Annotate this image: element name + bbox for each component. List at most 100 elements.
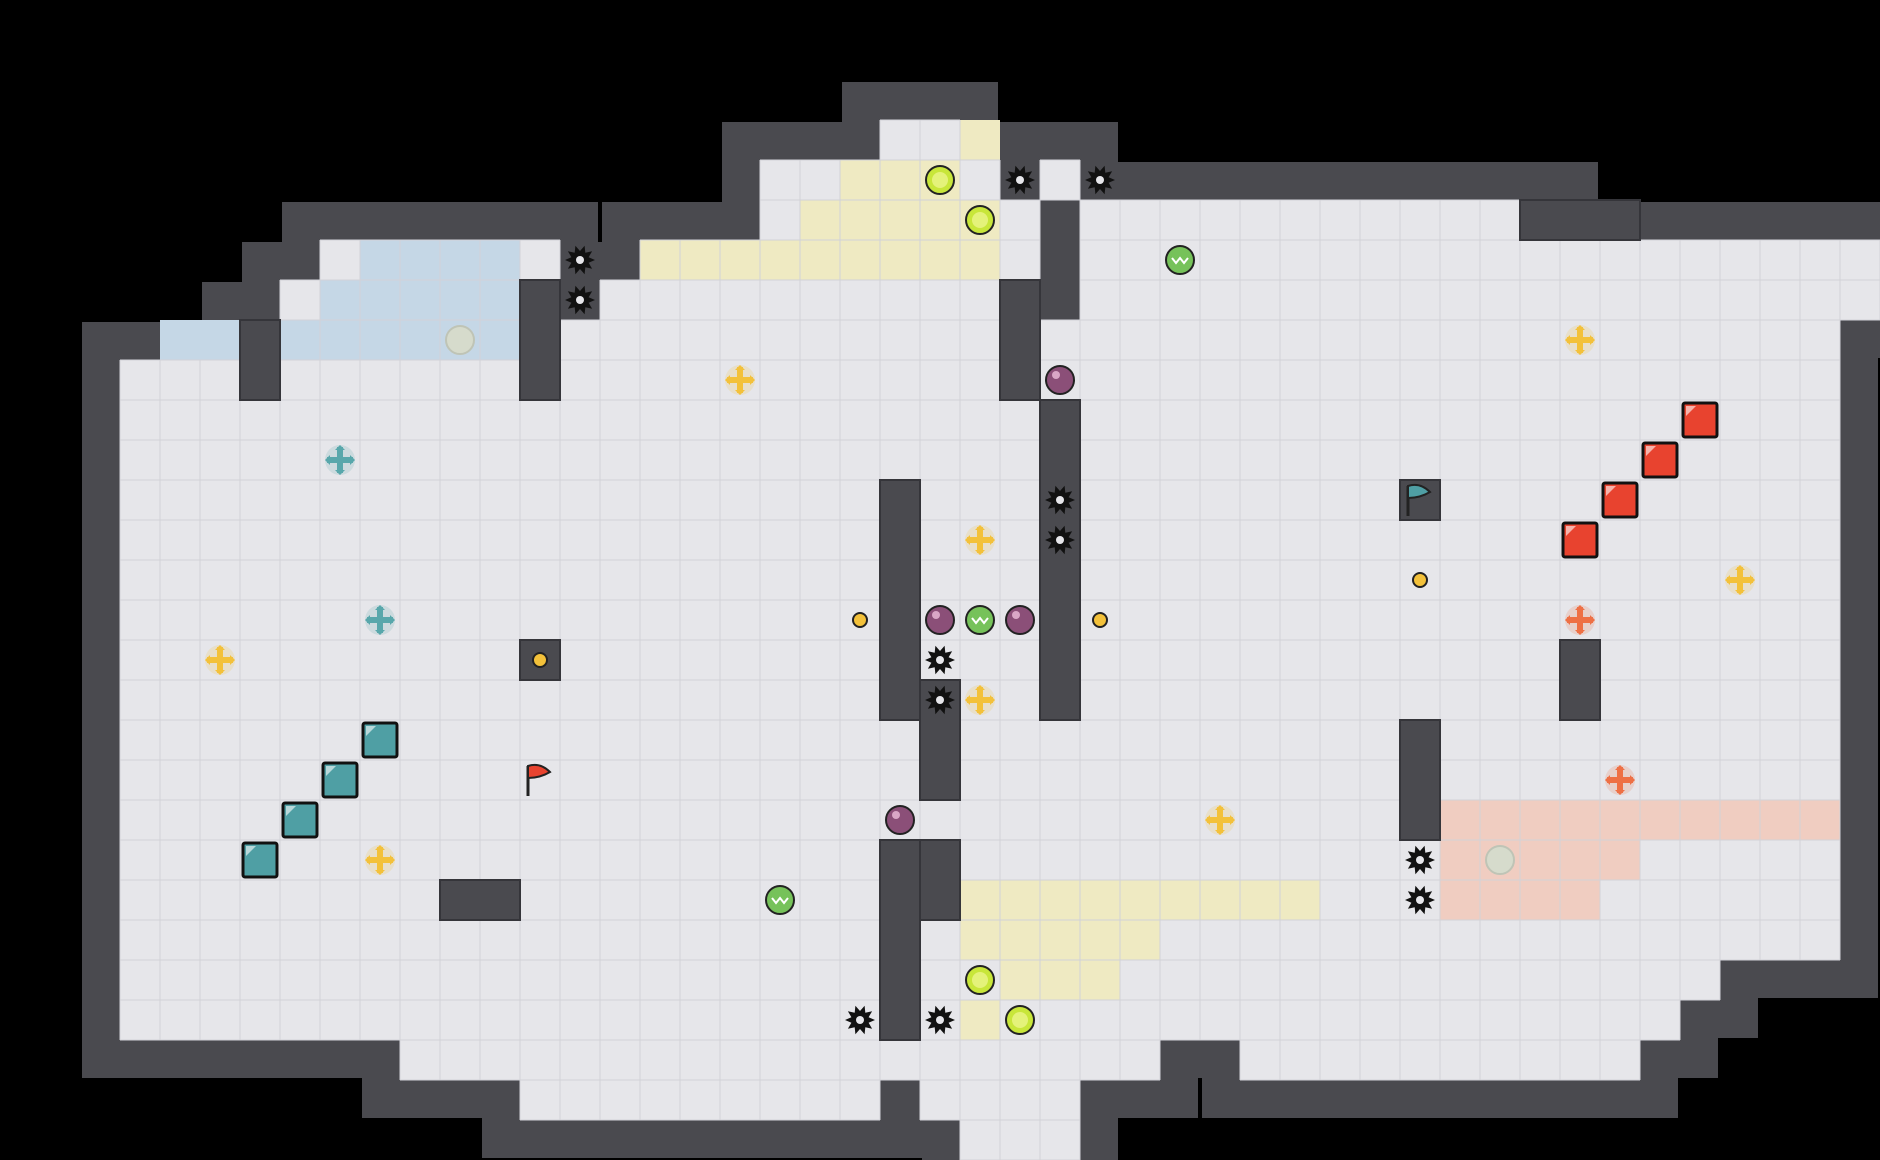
tile-body [1561,521,1599,559]
tile-shine [286,806,296,816]
powerup-yellow-icon [725,365,755,395]
inner-wall-block [239,319,281,401]
bomb-shine [1012,611,1020,619]
spike-icon [925,1005,955,1035]
floor-tile-span [120,640,1840,680]
red-team-tile [1561,521,1599,559]
spike-icon [925,685,955,715]
powerup-teal-icon [365,605,395,635]
inner-wall-block [1039,399,1081,721]
powerup-bar-h [727,377,753,383]
spike-center [1056,536,1064,544]
red-team-tile [1641,441,1679,479]
tile-body [1681,401,1719,439]
inner-wall-block [1559,639,1601,721]
spike-icon [1085,165,1115,195]
team-zone-tile [320,280,520,320]
powerup-bar-h [1567,617,1593,623]
bomb-body [1045,365,1075,395]
inner-wall-block [999,279,1041,401]
tile-shine [1566,526,1576,536]
boost-core [972,212,988,228]
powerup-teal-icon [325,445,355,475]
juke-juice-mark [971,616,989,625]
boost-core [972,972,988,988]
spike-center [576,296,584,304]
bomb-body [885,805,915,835]
powerup-yellow-icon [205,645,235,675]
spike-icon [845,1005,875,1035]
powerup-bar-h [367,617,393,623]
spike-center [1016,176,1024,184]
inner-wall-layer [239,199,1641,1041]
teal-team-tile [361,721,399,759]
spike-center [576,256,584,264]
powerup-orange-icon [1565,605,1595,635]
powerup-yellow-icon [1565,325,1595,355]
powerup-orange-icon [1605,765,1635,795]
spike-center [1416,856,1424,864]
tile-shine [326,766,336,776]
tile-shine [1606,486,1616,496]
teal-team-tile [241,841,279,879]
powerup-yellow-icon [1725,565,1755,595]
team-zone-tile [1000,960,1120,1000]
powerup-bar-h [967,537,993,543]
speed-boost-icon [1005,1005,1035,1035]
tile-body [1641,441,1679,479]
tile-shine [366,726,376,736]
bomb-icon [885,805,915,835]
tile-shine [246,846,256,856]
juke-juice-icon [1165,245,1195,275]
flag-cloth [1407,483,1432,500]
red-team-tile [1601,481,1639,519]
speed-boost-icon [925,165,955,195]
juke-juice-body [765,885,795,915]
inner-wall-block [919,839,961,921]
bomb-icon [925,605,955,635]
juke-juice-icon [965,605,995,635]
spike-center [1416,896,1424,904]
speed-boost-icon [965,965,995,995]
red-flag-icon [526,763,552,796]
powerup-bar-h [1567,337,1593,343]
powerup-yellow-icon [965,525,995,555]
bomb-body [925,605,955,635]
tile-body [1601,481,1639,519]
tile-shine [1686,406,1696,416]
floor-tile-span [120,360,1840,400]
powerup-yellow-icon [365,845,395,875]
juke-juice-mark [1171,256,1189,265]
flag-cloth [527,763,552,780]
small-bomb-icon [532,652,548,668]
team-zone-tile [960,920,1160,960]
grid-layer [119,119,1880,1160]
tile-body [241,841,279,879]
team-zone-tile [960,120,1000,160]
floor-tile-span [120,760,1840,800]
spike-icon [1045,485,1075,515]
spike-icon [925,645,955,675]
spike-center [1096,176,1104,184]
juke-juice-body [965,605,995,635]
speed-boost-icon [965,205,995,235]
juke-juice-icon [765,885,795,915]
floor-tile-span [400,1040,1160,1080]
neutral-boost-icon [445,325,475,355]
floor-tile-span [960,1120,1080,1160]
small-bomb-icon [1412,572,1428,588]
powerup-bar-h [967,697,993,703]
tile-body [281,801,319,839]
red-team-tile [1681,401,1719,439]
floor-tile-span [120,440,1840,480]
teal-team-tile [321,761,359,799]
tile-body [321,761,359,799]
team-zone-tile [640,240,1000,280]
item-layer [205,165,1755,1035]
powerup-bar-h [207,657,233,663]
powerup-bar-h [1207,817,1233,823]
tile-body [361,721,399,759]
team-zone-tile [960,880,1320,920]
powerup-yellow-icon [965,685,995,715]
